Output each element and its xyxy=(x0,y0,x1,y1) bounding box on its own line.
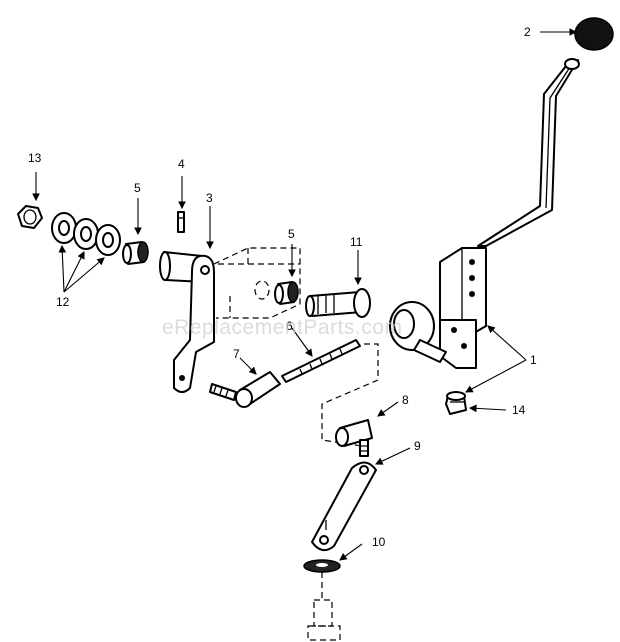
callout-12: 12 xyxy=(56,295,70,309)
callout-14: 14 xyxy=(512,403,526,417)
support-block-dashed xyxy=(213,247,301,319)
callout-3: 3 xyxy=(206,191,213,205)
part-1-shift-lever xyxy=(389,58,580,369)
callout-10: 10 xyxy=(372,535,386,549)
callout-1: 1 xyxy=(530,353,537,367)
callout-11: 11 xyxy=(350,235,363,249)
linkage-dashed xyxy=(321,343,379,447)
callout-6: 6 xyxy=(286,319,293,333)
callout-labels: 2 13 4 3 5 5 11 6 7 8 9 10 12 1 14 xyxy=(28,25,537,549)
watermark: eReplacementParts.com xyxy=(162,316,402,339)
part-8-rod-end xyxy=(335,419,373,457)
part-14-nut xyxy=(445,391,467,415)
part-9-link xyxy=(311,461,377,552)
callout-2: 2 xyxy=(524,25,531,39)
leader-lines xyxy=(32,28,578,561)
part-5-bushing-left xyxy=(122,241,149,265)
callout-8: 8 xyxy=(402,393,409,407)
callout-9: 9 xyxy=(414,439,421,453)
part-12-washers xyxy=(51,212,121,256)
callout-5-right: 5 xyxy=(288,227,295,241)
part-10-washer xyxy=(303,559,341,573)
lower-mount-dashed xyxy=(307,572,341,641)
part-7-ball-joint xyxy=(209,371,281,408)
part-4-pin xyxy=(177,211,185,233)
part-5-bushing-right xyxy=(274,281,299,305)
part-13-nut xyxy=(17,205,43,229)
part-3-arm xyxy=(159,251,215,393)
part-2-knob xyxy=(574,17,614,51)
callout-5-left: 5 xyxy=(134,181,141,195)
callout-4: 4 xyxy=(178,157,185,171)
callout-13: 13 xyxy=(28,151,42,165)
callout-7: 7 xyxy=(233,347,240,361)
part-11-shaft xyxy=(305,288,371,318)
part-6-threaded-rod xyxy=(281,339,361,383)
